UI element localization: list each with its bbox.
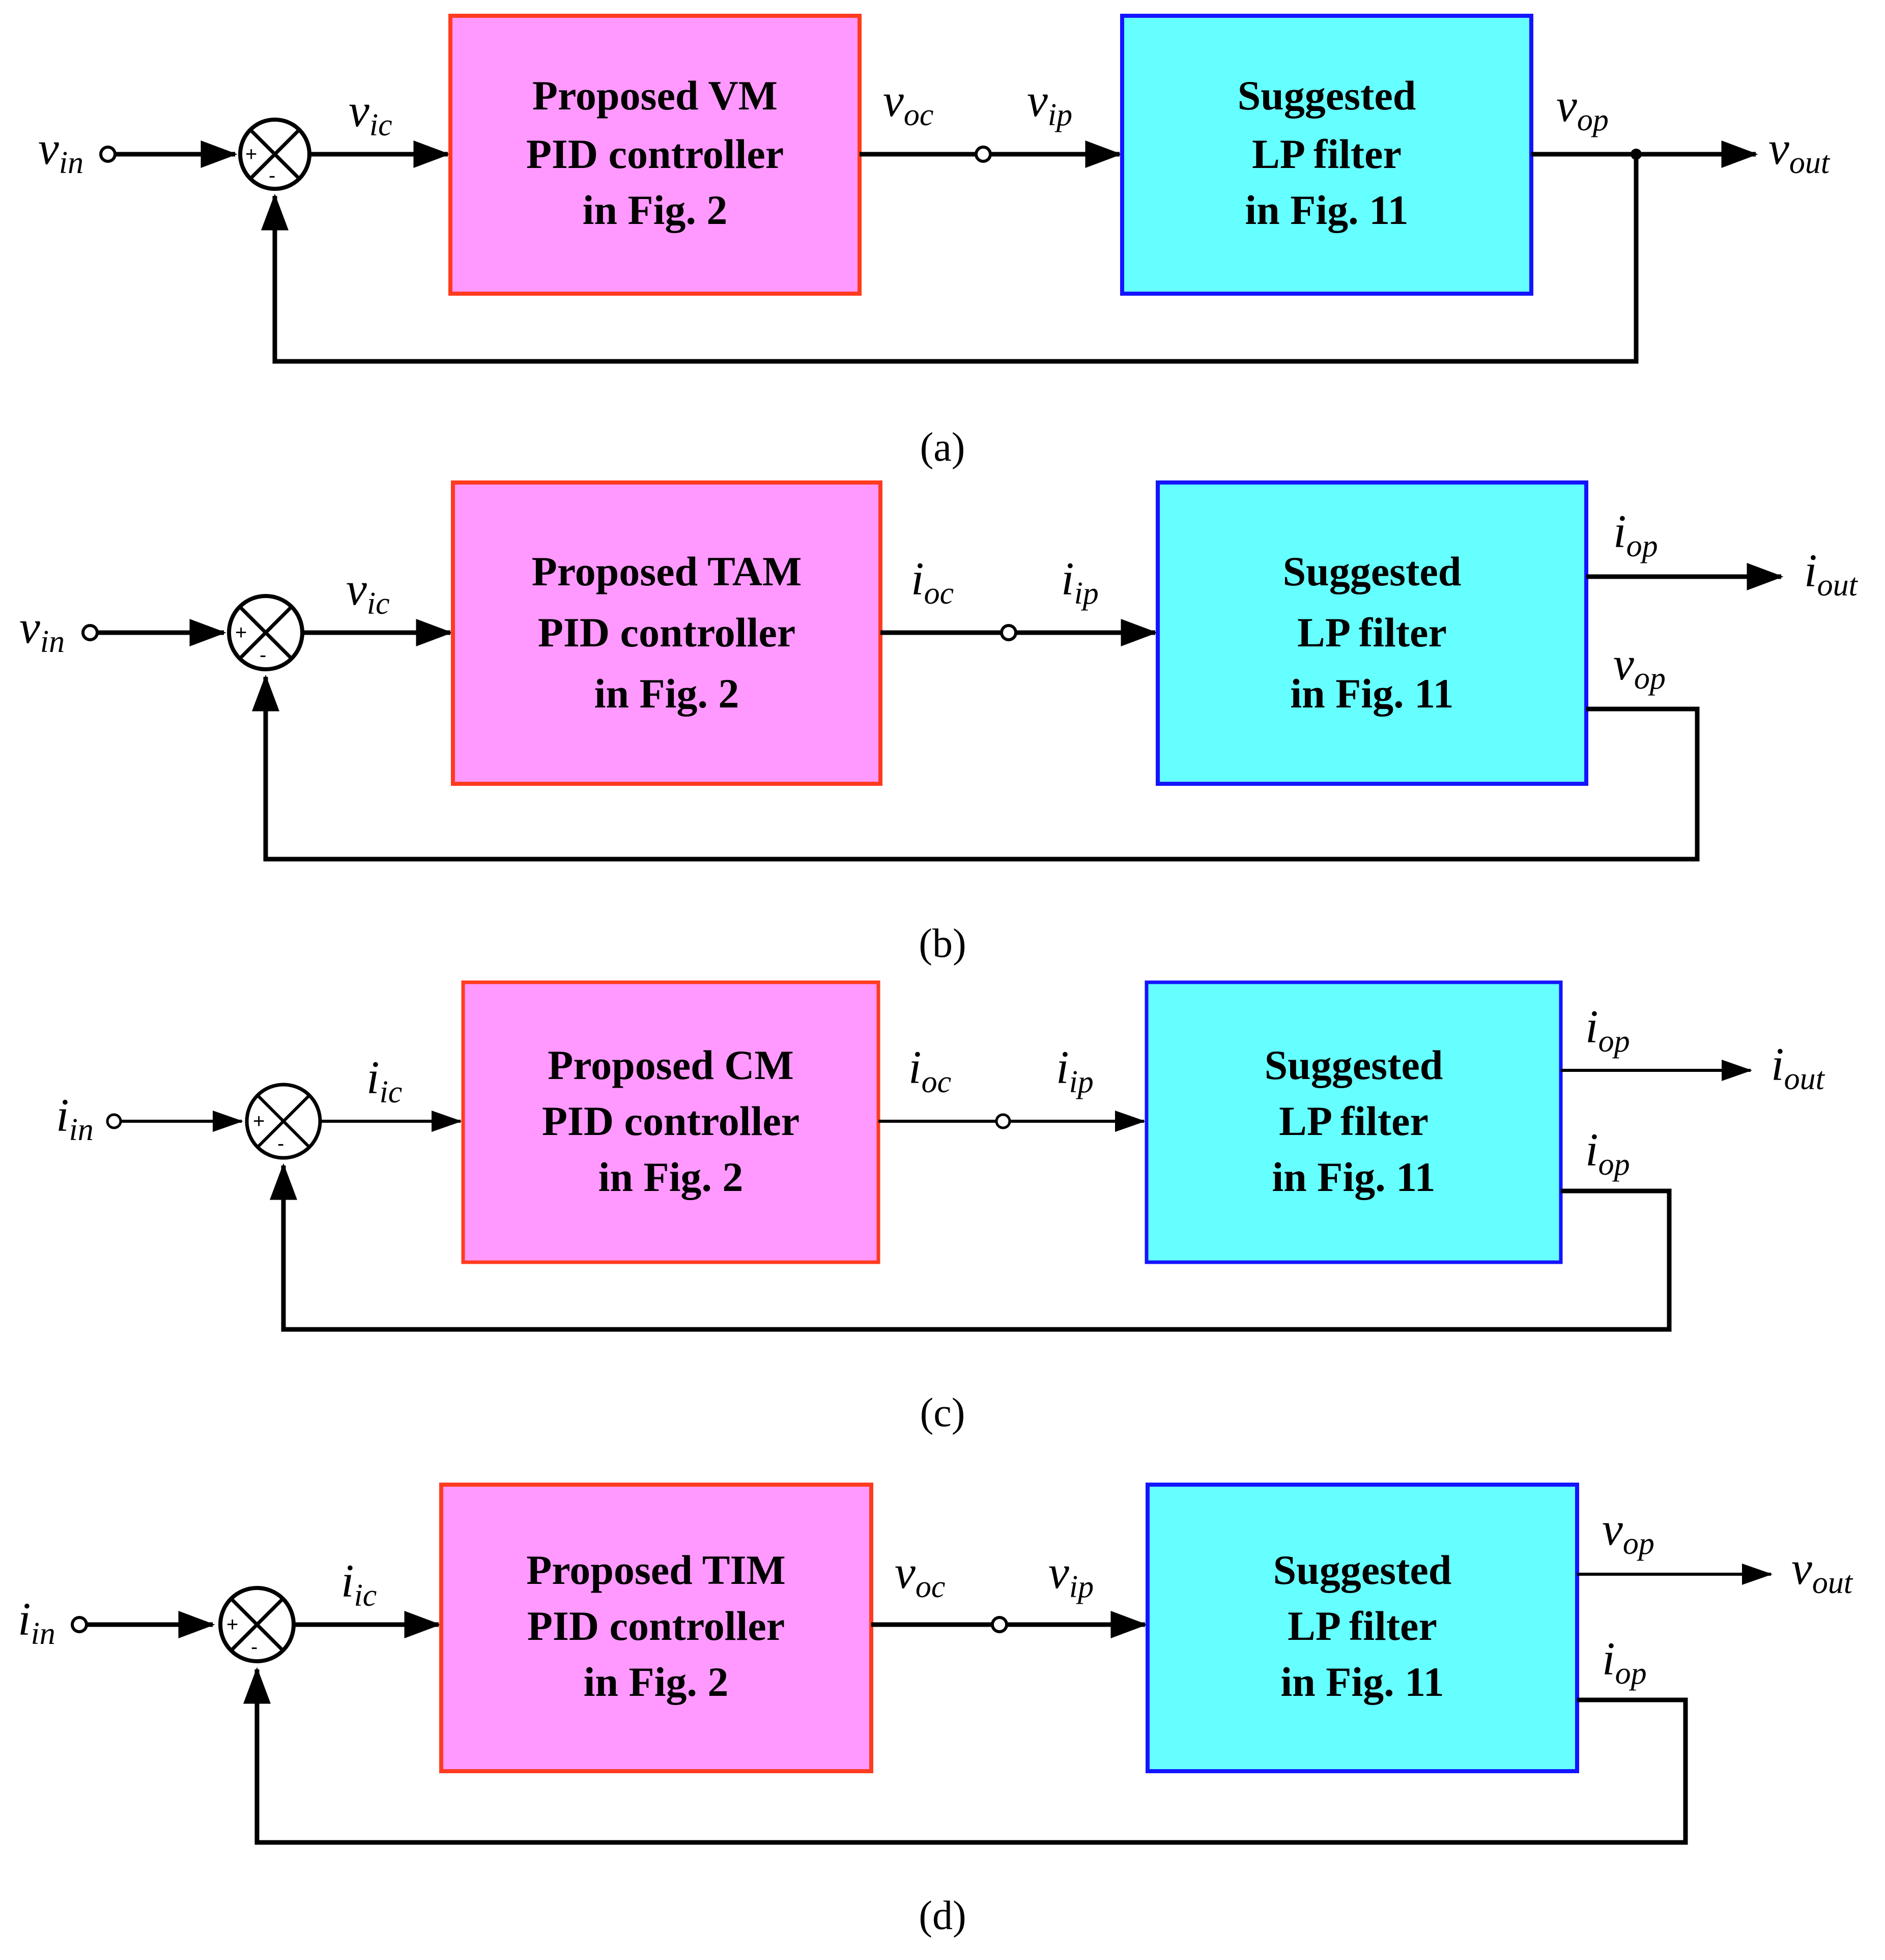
interconnect-node	[995, 1113, 1011, 1129]
input-terminal	[71, 1616, 88, 1633]
input-terminal	[99, 146, 117, 163]
filter-label-line-3: in Fig. 11	[1280, 1659, 1444, 1705]
summing-junction: + -	[238, 118, 311, 191]
controller-output-label: voc	[883, 74, 933, 132]
input-signal-label: iin	[56, 1089, 94, 1147]
plus-sign: +	[253, 1110, 265, 1132]
filter-input-label: iip	[1056, 1041, 1094, 1099]
controller-label-line-1: Proposed TAM	[532, 548, 802, 594]
input-terminal	[106, 1113, 122, 1129]
controller-label-line-3: in Fig. 2	[598, 1154, 744, 1200]
controller-output-label: voc	[895, 1546, 945, 1604]
controller-label-line-1: Proposed CM	[548, 1042, 794, 1088]
error-signal-label: vic	[346, 563, 390, 621]
controller-block	[439, 1483, 873, 1773]
panel-caption: (c)	[920, 1390, 965, 1435]
feedback-path	[261, 154, 1639, 364]
controller-block	[451, 480, 882, 786]
input-signal-label: vin	[19, 601, 65, 659]
final-output-label: vout	[1791, 1542, 1853, 1600]
plus-sign: +	[226, 1613, 238, 1636]
filter-label-line-3: in Fig. 11	[1272, 1154, 1435, 1200]
filter-label-line-1: Suggested	[1273, 1547, 1452, 1593]
panel-caption: (b)	[919, 921, 966, 966]
error-signal-label: iic	[341, 1555, 377, 1613]
feedback-signal-label: iop	[1585, 1124, 1630, 1182]
controller-label-line-2: PID controller	[526, 131, 784, 177]
minus-sign: -	[269, 164, 275, 187]
filter-block	[1145, 980, 1563, 1264]
filter-label-line-1: Suggested	[1265, 1042, 1443, 1088]
minus-sign: -	[277, 1132, 284, 1155]
filter-input-label: vip	[1048, 1546, 1094, 1604]
feedback-path	[270, 1163, 1672, 1332]
filter-label-line-1: Suggested	[1238, 72, 1416, 119]
controller-label-line-1: Proposed TIM	[526, 1547, 786, 1593]
filter-input-label: vip	[1027, 74, 1072, 132]
feedback-path	[243, 1667, 1688, 1845]
controller-label-line-1: Proposed VM	[532, 72, 778, 119]
summing-junction: + -	[245, 1083, 322, 1160]
controller-output-label: ioc	[911, 553, 954, 611]
error-signal-label: vic	[349, 84, 392, 143]
filter-block	[1146, 1483, 1579, 1773]
plus-sign: +	[235, 621, 247, 644]
controller-label-line-2: PID controller	[527, 1603, 785, 1649]
filter-label-line-1: Suggested	[1283, 548, 1462, 594]
filter-label-line-3: in Fig. 11	[1245, 187, 1408, 233]
final-output-label: vout	[1768, 122, 1831, 180]
controller-label-line-2: PID controller	[538, 609, 795, 656]
panel-a: + - Proposed VM PID controller in Fig. 2…	[38, 14, 1831, 470]
interconnect-node	[991, 1616, 1008, 1633]
filter-input-label: iip	[1061, 553, 1099, 611]
panel-d: + - Proposed TIM PID controller in Fig. …	[18, 1483, 1853, 1938]
feedback-signal-label: vop	[1613, 638, 1666, 696]
minus-sign: -	[251, 1636, 258, 1658]
filter-label-line-2: LP filter	[1288, 1603, 1437, 1649]
interconnect-node	[1000, 624, 1017, 641]
panel-c: + - Proposed CM PID controller in Fig. 2…	[56, 980, 1825, 1435]
summing-junction: + -	[218, 1586, 296, 1663]
input-signal-label: vin	[38, 122, 83, 180]
voltage-output-label: vop	[1602, 1503, 1654, 1561]
final-output-label: iout	[1804, 545, 1859, 603]
plus-sign: +	[245, 143, 257, 165]
summing-junction: + -	[227, 594, 304, 671]
error-signal-label: iic	[366, 1052, 402, 1110]
controller-label-line-2: PID controller	[542, 1098, 799, 1144]
current-output-label: iop	[1613, 505, 1658, 563]
minus-sign: -	[260, 644, 266, 666]
filter-output-label: vop	[1556, 79, 1609, 137]
filter-label-line-3: in Fig. 11	[1290, 670, 1453, 717]
controller-output-label: ioc	[908, 1041, 951, 1099]
panel-caption: (d)	[919, 1893, 966, 1938]
input-terminal	[81, 624, 99, 641]
controller-label-line-3: in Fig. 2	[594, 670, 739, 717]
filter-block	[1156, 480, 1588, 786]
input-signal-label: iin	[18, 1593, 55, 1651]
controller-block	[461, 980, 880, 1264]
controller-label-line-3: in Fig. 2	[584, 1659, 729, 1705]
filter-label-line-2: LP filter	[1279, 1098, 1429, 1144]
final-output-label: iout	[1771, 1038, 1825, 1096]
panel-b: + - Proposed TAM PID controller in Fig. …	[19, 480, 1859, 966]
feedback-path	[252, 674, 1700, 862]
feedback-signal-label: iop	[1602, 1633, 1647, 1691]
filter-block	[1120, 14, 1533, 296]
panel-caption: (a)	[920, 425, 965, 470]
interconnect-node	[975, 146, 992, 163]
filter-label-line-2: LP filter	[1252, 131, 1402, 177]
filter-label-line-2: LP filter	[1297, 609, 1447, 656]
controller-block	[448, 14, 862, 296]
current-output-label: iop	[1585, 1001, 1630, 1059]
controller-label-line-3: in Fig. 2	[583, 187, 728, 233]
